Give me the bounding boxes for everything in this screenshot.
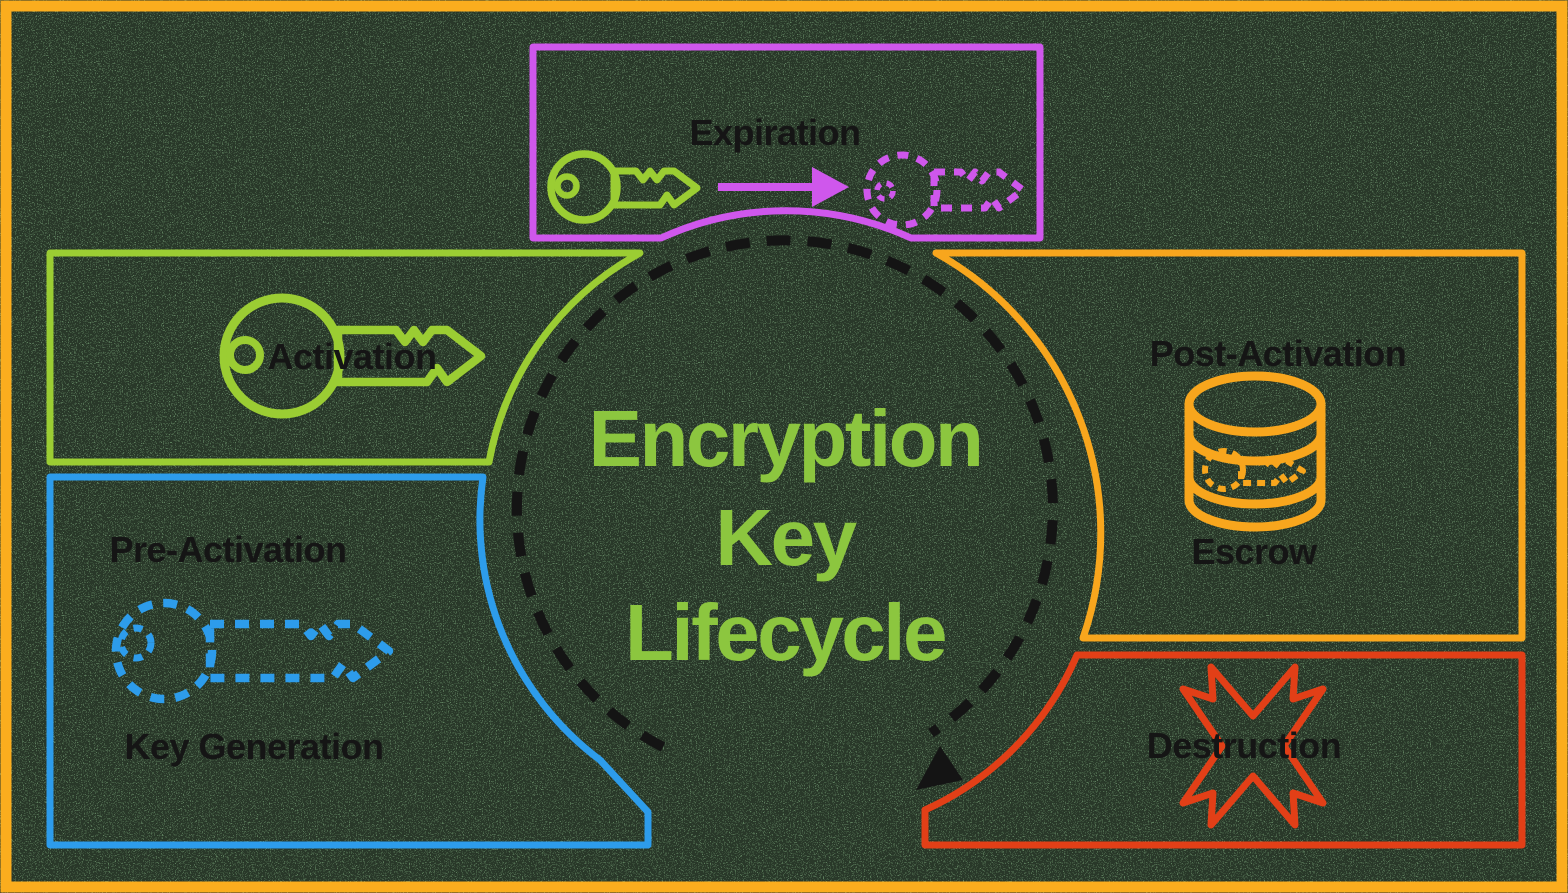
cycle-arrowhead-icon <box>916 746 963 790</box>
destruction-panel: Destruction <box>921 651 1526 849</box>
expiration-box <box>529 43 1044 242</box>
destruction-box <box>921 651 1526 849</box>
expired-key-outline-icon <box>863 151 1027 229</box>
title-line-3: Lifecycle <box>625 588 945 677</box>
expiration-label: Expiration <box>689 112 860 153</box>
escrow-label: Escrow <box>1191 531 1318 572</box>
dashed-key-outline-icon <box>111 598 394 704</box>
pre-activation-label: Pre-Activation <box>109 529 346 570</box>
dashed-cycle-arrow-icon <box>511 235 1058 752</box>
post-activation-label: Post-Activation <box>1150 333 1407 374</box>
key-icon <box>219 293 486 419</box>
database-escrow-icon <box>1184 371 1326 532</box>
key-generation-label: Key Generation <box>124 726 383 767</box>
post-activation-panel: Post-Activation Escrow <box>932 249 1526 642</box>
expiration-panel: Expiration <box>529 43 1044 242</box>
activation-box <box>46 249 644 466</box>
title-line-2: Key <box>715 493 857 582</box>
x-icon <box>1179 663 1327 829</box>
activation-panel: Activation <box>46 249 644 466</box>
destruction-label: Destruction <box>1147 725 1342 766</box>
title-line-1: Encryption <box>589 394 982 483</box>
escrowed-key-icon <box>1202 448 1306 492</box>
pre-activation-panel: Pre-Activation Key Generation <box>46 473 652 849</box>
post-activation-box <box>932 249 1526 642</box>
pre-activation-box <box>46 473 652 849</box>
lifecycle-cycle <box>511 235 1058 790</box>
arrow-right-icon <box>718 167 849 207</box>
activation-label: Activation <box>267 336 436 377</box>
active-key-icon <box>547 150 701 224</box>
page-title: Encryption Key Lifecycle <box>589 394 984 677</box>
